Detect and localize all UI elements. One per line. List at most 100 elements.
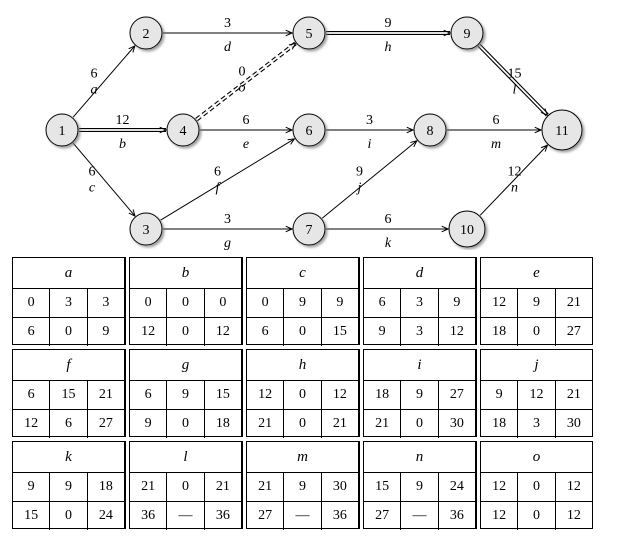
table-cell: 0 xyxy=(518,502,556,530)
edge-a: 6a xyxy=(72,46,135,118)
table-cell: 18 xyxy=(98,479,113,494)
edge-n-duration: 12 xyxy=(508,165,522,180)
table-cell: 30 xyxy=(566,416,581,431)
edge-d-name: d xyxy=(224,40,232,55)
node-9-label: 9 xyxy=(464,27,471,42)
edge-n: 12n xyxy=(479,145,547,216)
table-cell: 21 xyxy=(364,410,402,438)
node-11-label: 11 xyxy=(555,124,568,139)
edge-e: 6e xyxy=(200,113,292,152)
activity-name: o xyxy=(481,442,592,473)
table-cell: 15 xyxy=(332,324,347,339)
table-cell: 3 xyxy=(401,289,439,317)
edge-n-name: n xyxy=(511,181,518,196)
table-cell: 18 xyxy=(481,318,519,346)
node-10: 10 xyxy=(448,210,486,248)
edge-g-duration: 3 xyxy=(224,212,231,227)
table-cell: 12 xyxy=(247,381,285,409)
edge-m: 6m xyxy=(447,113,541,152)
edge-j-duration: 9 xyxy=(356,165,363,180)
activity-name: f xyxy=(13,350,124,381)
table-cell: 12 xyxy=(13,410,51,438)
edge-o-inner xyxy=(195,42,297,121)
table-cell: 9 xyxy=(453,295,461,310)
activity-name: m xyxy=(247,442,358,473)
table-cell: 0 xyxy=(284,410,322,438)
node-11: 11 xyxy=(541,109,583,151)
table-cell: 12 xyxy=(481,502,519,530)
edge-j: 9j xyxy=(321,141,417,219)
edge-k: 6k xyxy=(326,212,448,250)
table-cell: 0 xyxy=(167,410,205,438)
edge-h: 9h xyxy=(326,16,450,55)
edge-m-name: m xyxy=(491,137,501,152)
table-cell: 0 xyxy=(167,318,205,346)
node-8-label: 8 xyxy=(427,124,434,139)
table-cell: 15 xyxy=(13,502,51,530)
table-cell: 12 xyxy=(215,324,230,339)
node-4: 4 xyxy=(166,113,200,147)
edge-d: 3d xyxy=(163,16,292,55)
table-cell: 6 xyxy=(13,381,51,409)
table-cell: 15 xyxy=(364,473,402,501)
table-cell: 36 xyxy=(130,502,168,530)
table-cell: 3 xyxy=(518,410,556,438)
table-row: 27—36 xyxy=(247,502,358,530)
edge-o-name: o xyxy=(239,81,246,96)
table-cell: 0 xyxy=(167,289,205,317)
edge-g-name: g xyxy=(224,236,231,250)
table-cell: 12 xyxy=(566,479,581,494)
table-cell: 36 xyxy=(332,508,347,523)
edge-a-name: a xyxy=(91,83,98,98)
table-cell: — xyxy=(284,502,322,530)
node-7: 7 xyxy=(292,212,326,246)
table-cell: 12 xyxy=(481,473,519,501)
edge-h-name: h xyxy=(385,40,392,55)
table-cell: 9 xyxy=(284,289,322,317)
table-cell: 9 xyxy=(130,410,168,438)
node-7-circle xyxy=(292,212,326,246)
table-cell: 6 xyxy=(364,289,402,317)
table-cell: 30 xyxy=(449,416,464,431)
table-row: 27—36 xyxy=(364,502,475,530)
edge-g: 3g xyxy=(163,212,292,250)
node-1: 1 xyxy=(45,113,79,147)
table-cell: 0 xyxy=(247,289,285,317)
node-7-label: 7 xyxy=(306,223,313,238)
edge-c-name: c xyxy=(89,181,96,196)
node-8-circle xyxy=(413,113,447,147)
table-cell: 9 xyxy=(518,289,556,317)
activity-name: h xyxy=(247,350,358,381)
activity-name: c xyxy=(247,258,358,289)
activity-name: i xyxy=(364,350,475,381)
table-cell: 6 xyxy=(13,318,51,346)
node-5: 5 xyxy=(292,16,326,50)
table-cell: 12 xyxy=(332,387,347,402)
edge-l-duration: 15 xyxy=(508,67,522,82)
edge-i-duration: 3 xyxy=(366,113,373,128)
table-cell: 9 xyxy=(364,318,402,346)
table-cell: 0 xyxy=(518,318,556,346)
table-cell: 27 xyxy=(566,324,581,339)
edge-l: 15l xyxy=(477,43,549,117)
